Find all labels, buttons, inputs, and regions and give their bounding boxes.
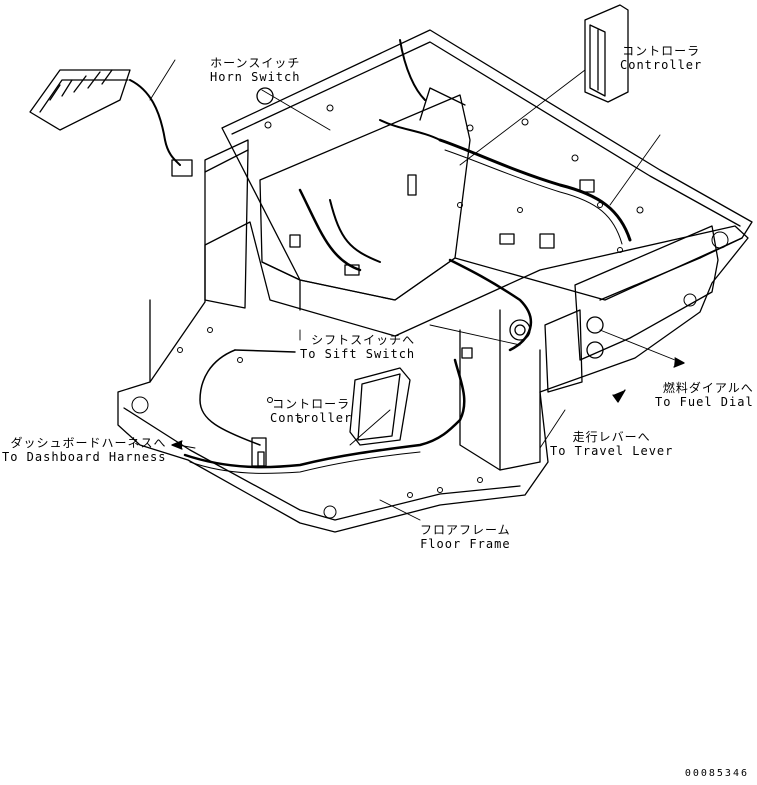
label-dashboard-harness: ダッシュボードハーネスへ To Dashboard Harness [2, 436, 167, 464]
fuel-dial-en: To Fuel Dial [655, 395, 754, 409]
fuel-dial-jp: 燃料ダイアルへ [662, 381, 754, 395]
horn-switch-en: Horn Switch [210, 70, 301, 84]
controller-top-jp: コントローラ [622, 44, 701, 58]
sift-switch-en: To Sift Switch [300, 347, 416, 361]
label-sift-switch: シフトスイッチへ To Sift Switch [300, 333, 415, 361]
controller-top-unit [584, 4, 629, 103]
label-travel-lever: 走行レバーへ To Travel Lever [550, 430, 673, 458]
controller-top-en: Controller [620, 58, 703, 72]
dashboard-harness-jp: ダッシュボードハーネスへ [10, 436, 167, 450]
travel-lever-en: To Travel Lever [550, 444, 674, 458]
console-front [259, 94, 471, 301]
floor-frame-plate [117, 221, 749, 533]
dashboard-harness-en: To Dashboard Harness [2, 450, 167, 464]
controller-mid-en: Controller [270, 411, 353, 425]
label-fuel-dial: 燃料ダイアルへ To Fuel Dial [655, 381, 754, 409]
sift-switch-jp: シフトスイッチへ [311, 333, 416, 347]
label-controller-top: コントローラ Controller [620, 44, 702, 72]
label-horn-switch: ホーンスイッチ Horn Switch [210, 56, 300, 84]
label-floor-frame: フロアフレーム Floor Frame [420, 523, 511, 551]
travel-lever-jp: 走行レバーへ [572, 430, 651, 444]
floor-frame-en: Floor Frame [420, 537, 511, 551]
controller-mid-unit [349, 367, 411, 446]
horn-switch-part [29, 69, 131, 131]
right-box [574, 225, 719, 361]
controller-mid-jp: コントローラ [272, 397, 351, 411]
horn-switch-knob [256, 87, 274, 105]
floor-holes [131, 104, 729, 519]
floor-harness [183, 358, 466, 469]
main-harness [438, 138, 632, 242]
label-controller-mid: コントローラ Controller [270, 397, 352, 425]
floor-frame-jp: フロアフレーム [420, 523, 511, 537]
document-id: 00085346 [684, 768, 749, 779]
horn-switch-jp: ホーンスイッチ [210, 56, 301, 70]
